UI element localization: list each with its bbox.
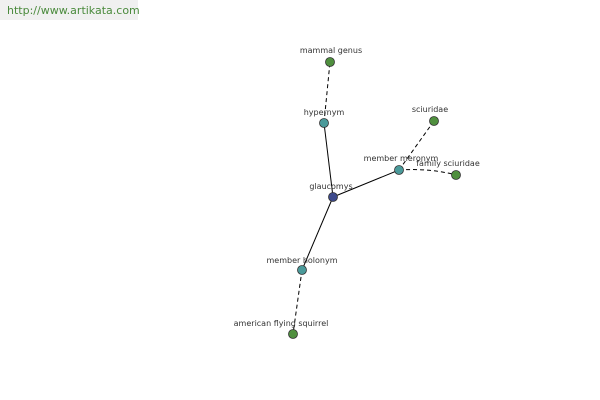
edge-glaucomys-to-hypernym [323,122,334,198]
node-glaucomys[interactable] [328,192,338,202]
edges-layer [292,61,457,335]
node-hypernym[interactable] [319,118,329,128]
node-mammal-genus[interactable] [325,57,335,67]
nodes-layer [288,57,461,339]
node-label-american-flying-squirrel: american flying squirrel [234,319,329,328]
node-member-meronym[interactable] [394,165,404,175]
edge-hypernym-to-mammal-genus [323,61,331,124]
node-label-member-holonym: member holonym [266,256,337,265]
node-sciuridae[interactable] [429,116,439,126]
node-label-glaucomys: glaucomys [309,182,352,191]
labels-layer: glaucomys hypernym mammal genus member mero… [234,46,480,328]
node-label-mammal-genus: mammal genus [300,46,362,55]
node-american-flying-squirrel[interactable] [288,329,298,339]
edge-glaucomys-to-member-holonym [301,196,334,271]
node-member-holonym[interactable] [297,265,307,275]
url-link[interactable]: http://www.artikata.com [7,4,140,17]
edge-member-meronym-to-family-sciuridae [398,169,457,176]
node-label-member-meronym: member meronym [364,154,439,163]
node-label-sciuridae: sciuridae [412,105,448,114]
url-banner: http://www.artikata.com [0,0,140,20]
edge-member-meronym-to-sciuridae [398,120,435,171]
edge-member-holonym-to-american-flying-squirrel [292,269,303,335]
node-label-hypernym: hypernym [304,108,345,117]
node-family-sciuridae[interactable] [451,170,461,180]
edge-glaucomys-to-member-meronym [332,169,400,198]
node-label-family-sciuridae: family sciuridae [416,159,480,168]
